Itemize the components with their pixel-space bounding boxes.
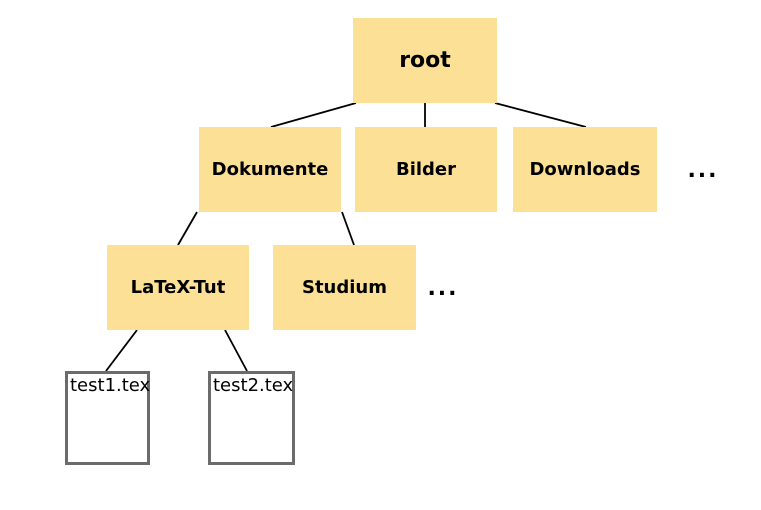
node-file-test2-label: test2.tex [213, 375, 294, 396]
node-downloads: Downloads [513, 127, 657, 212]
node-file-test2: test2.tex [208, 371, 295, 465]
node-bilder: Bilder [355, 127, 497, 212]
ellipsis-level-2: ... [427, 275, 459, 301]
edge-latex-tut-test2 [224, 329, 248, 372]
node-root: root [353, 18, 497, 103]
edge-root-dokumente [270, 102, 357, 128]
node-latex-tut: LaTeX-Tut [107, 245, 249, 330]
node-file-test1-label: test1.tex [70, 375, 151, 396]
edge-dokumente-studium [341, 211, 355, 246]
ellipsis-level-1: ... [687, 157, 719, 183]
node-file-test1: test1.tex [65, 371, 150, 465]
node-studium: Studium [273, 245, 416, 330]
node-studium-label: Studium [301, 277, 387, 298]
node-dokumente: Dokumente [199, 127, 341, 212]
edge-root-downloads [494, 102, 587, 128]
node-dokumente-label: Dokumente [211, 159, 329, 180]
edge-dokumente-latex-tut [177, 211, 198, 246]
node-root-label: root [399, 48, 451, 73]
node-downloads-label: Downloads [529, 159, 641, 180]
edge-latex-tut-test1 [105, 329, 138, 372]
node-latex-tut-label: LaTeX-Tut [130, 277, 226, 298]
node-bilder-label: Bilder [395, 159, 457, 180]
